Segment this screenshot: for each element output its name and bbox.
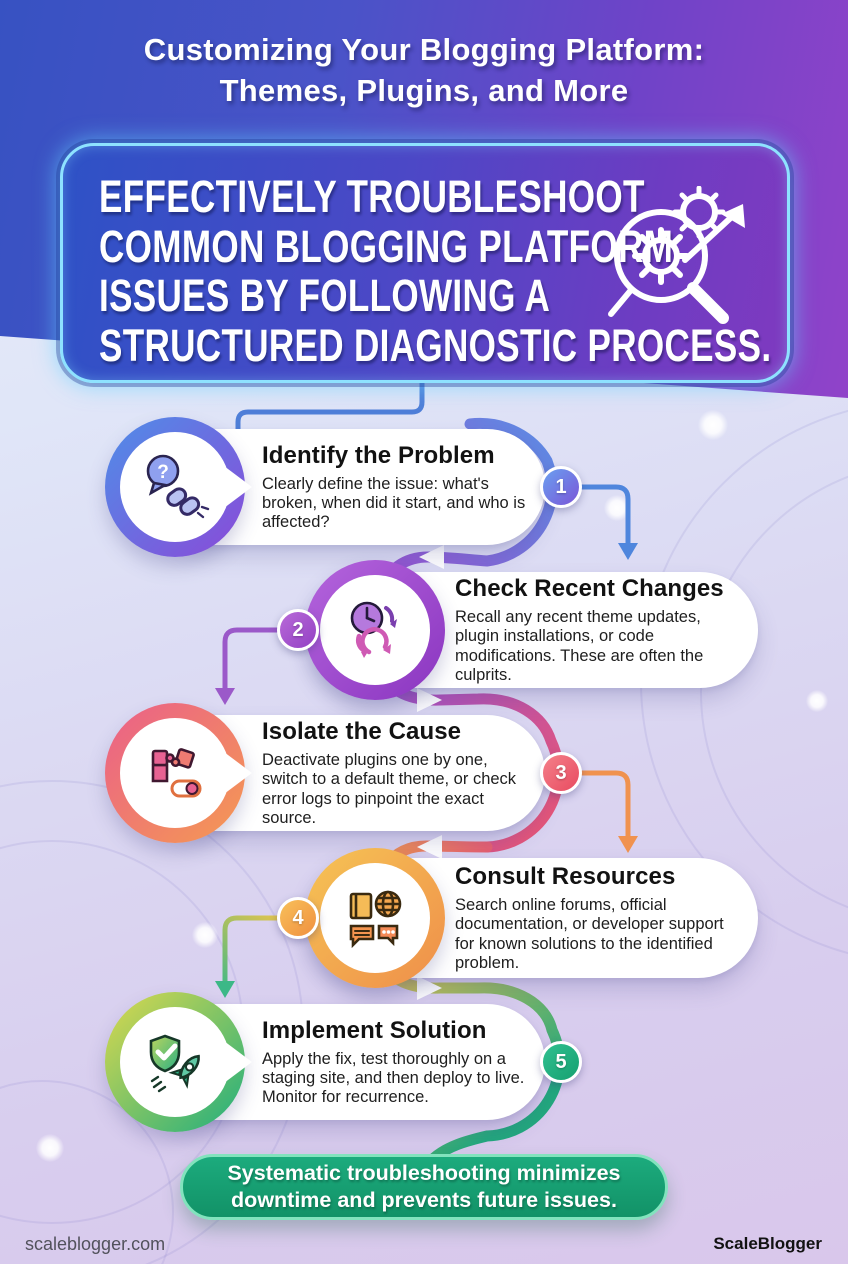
hero-line: STRUCTURED DIAGNOSTIC PROCESS.	[99, 319, 772, 371]
step-body: Clearly define the issue: what's broken,…	[262, 474, 526, 532]
glow-dot	[698, 410, 728, 440]
step-number: 5	[555, 1050, 567, 1073]
arrow-down-icon	[215, 688, 235, 705]
clock-refresh-icon	[350, 601, 397, 658]
arrow-down-icon	[618, 836, 638, 853]
ribbon-arrow-left-icon	[419, 545, 444, 569]
step-number-badge-3: 3	[540, 752, 582, 794]
arrow-down-icon	[215, 981, 235, 998]
glow-dot	[192, 922, 218, 948]
step-icon-disc: ?	[120, 432, 230, 542]
step-number-badge-5: 5	[540, 1041, 582, 1083]
page-title-line2: Themes, Plugins, and More	[219, 72, 629, 108]
summary-banner: Systematic troubleshooting minimizes dow…	[180, 1154, 668, 1220]
step-number: 4	[292, 906, 304, 929]
step-icon-disc	[120, 718, 230, 828]
step-text: Identify the Problem Clearly define the …	[262, 429, 534, 545]
summary-line2: downtime and prevents future issues.	[231, 1188, 617, 1212]
shield-rocket-icon	[149, 1034, 200, 1093]
magnifier-gear-arrow-icon	[608, 186, 745, 324]
step-title: Check Recent Changes	[455, 574, 724, 602]
connector-hero-to-step1	[235, 377, 425, 445]
svg-text:?: ?	[157, 462, 169, 483]
hero-line: ISSUES BY FOLLOWING A	[99, 270, 551, 321]
step-title: Implement Solution	[262, 1016, 487, 1044]
step-icon-disc	[320, 575, 430, 685]
glow-dot	[806, 690, 828, 712]
step-number-badge-1: 1	[540, 466, 582, 508]
glow-dot	[36, 1134, 64, 1162]
step-title: Identify the Problem	[262, 441, 495, 469]
connector-badge2-to-step3	[222, 627, 280, 691]
hero-headline: EFFECTIVELY TROUBLESHOOT COMMON BLOGGING…	[99, 171, 772, 371]
arrow-down-icon	[618, 543, 638, 560]
hero-card: EFFECTIVELY TROUBLESHOOT COMMON BLOGGING…	[60, 143, 790, 383]
step-body: Recall any recent theme updates, plugin …	[455, 607, 704, 684]
step-text: Isolate the Cause Deactivate plugins one…	[262, 715, 537, 831]
step-number-badge-4: 4	[277, 897, 319, 939]
step-icon-disc	[120, 1007, 230, 1117]
step-text: Consult Resources Search online forums, …	[455, 858, 747, 978]
connector-badge4-to-step5	[222, 915, 280, 984]
summary-line1: Systematic troubleshooting minimizes	[227, 1161, 621, 1186]
book-globe-chat-icon	[349, 890, 402, 949]
hero-line: COMMON BLOGGING PLATFORM	[99, 220, 674, 272]
step-number-badge-2: 2	[277, 609, 319, 651]
step-icon-disc	[320, 863, 430, 973]
connector-badge1-to-step2	[579, 484, 631, 546]
page-title-line1: Customizing Your Blogging Platform:	[143, 32, 705, 67]
hero-line: EFFECTIVELY TROUBLESHOOT	[99, 171, 645, 222]
connector-badge3-to-step4	[579, 770, 631, 839]
step-title: Isolate the Cause	[262, 717, 462, 745]
puzzle-toggle-icon	[151, 748, 202, 798]
step-body: Search online forums, official documenta…	[455, 895, 724, 972]
footer-site-url: scaleblogger.com	[25, 1234, 166, 1254]
step-number: 3	[555, 761, 567, 784]
step-text: Check Recent Changes Recall any recent t…	[455, 572, 745, 688]
ribbon-arrow-right-icon	[417, 976, 442, 1000]
step-number: 1	[555, 475, 567, 498]
step-body: Deactivate plugins one by one, switch to…	[262, 750, 517, 827]
step-number: 2	[292, 618, 304, 641]
ribbon-arrow-left-icon	[417, 835, 442, 859]
step-text: Implement Solution Apply the fix, test t…	[262, 1004, 540, 1120]
footer-brand: ScaleBlogger	[713, 1234, 822, 1253]
step-title: Consult Resources	[455, 862, 676, 890]
ribbon-arrow-right-icon	[417, 688, 442, 712]
page-title: Customizing Your Blogging Platform: Them…	[0, 30, 848, 112]
step-body: Apply the fix, test thoroughly on a stag…	[262, 1049, 525, 1107]
question-broken-link-icon: ?	[146, 454, 210, 519]
